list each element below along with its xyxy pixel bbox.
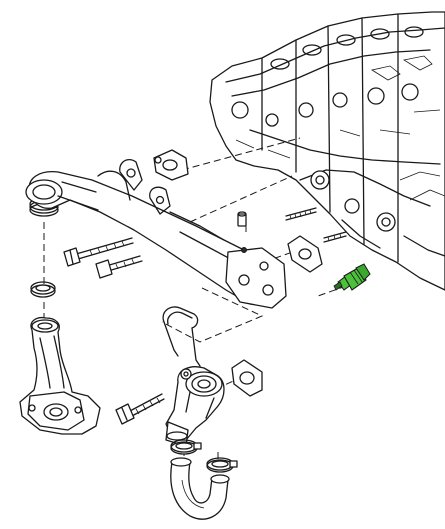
pipe-bolt-2: [95, 255, 143, 279]
hose-clamp-left: [170, 439, 202, 455]
coolant-hose: [170, 457, 230, 520]
coolant-temperature-sensor: [333, 263, 371, 291]
engine-block: [209, 11, 445, 291]
lower-coolant-elbow: [19, 316, 101, 435]
lower-o-ring: [30, 281, 56, 298]
hose-clamp-right: [206, 457, 238, 473]
thermostat-housing: [165, 366, 225, 447]
housing-bolt: [115, 393, 165, 425]
pipe-bolt-1: [63, 237, 134, 267]
flange-gasket-upper: [153, 149, 189, 181]
coolant-transfer-pipe: [25, 158, 287, 309]
locating-dowel: [237, 211, 247, 227]
housing-gasket: [231, 359, 263, 397]
retaining-clip: [162, 306, 201, 367]
flange-gasket-lower: [287, 235, 323, 273]
stud-bolts: [285, 207, 347, 243]
